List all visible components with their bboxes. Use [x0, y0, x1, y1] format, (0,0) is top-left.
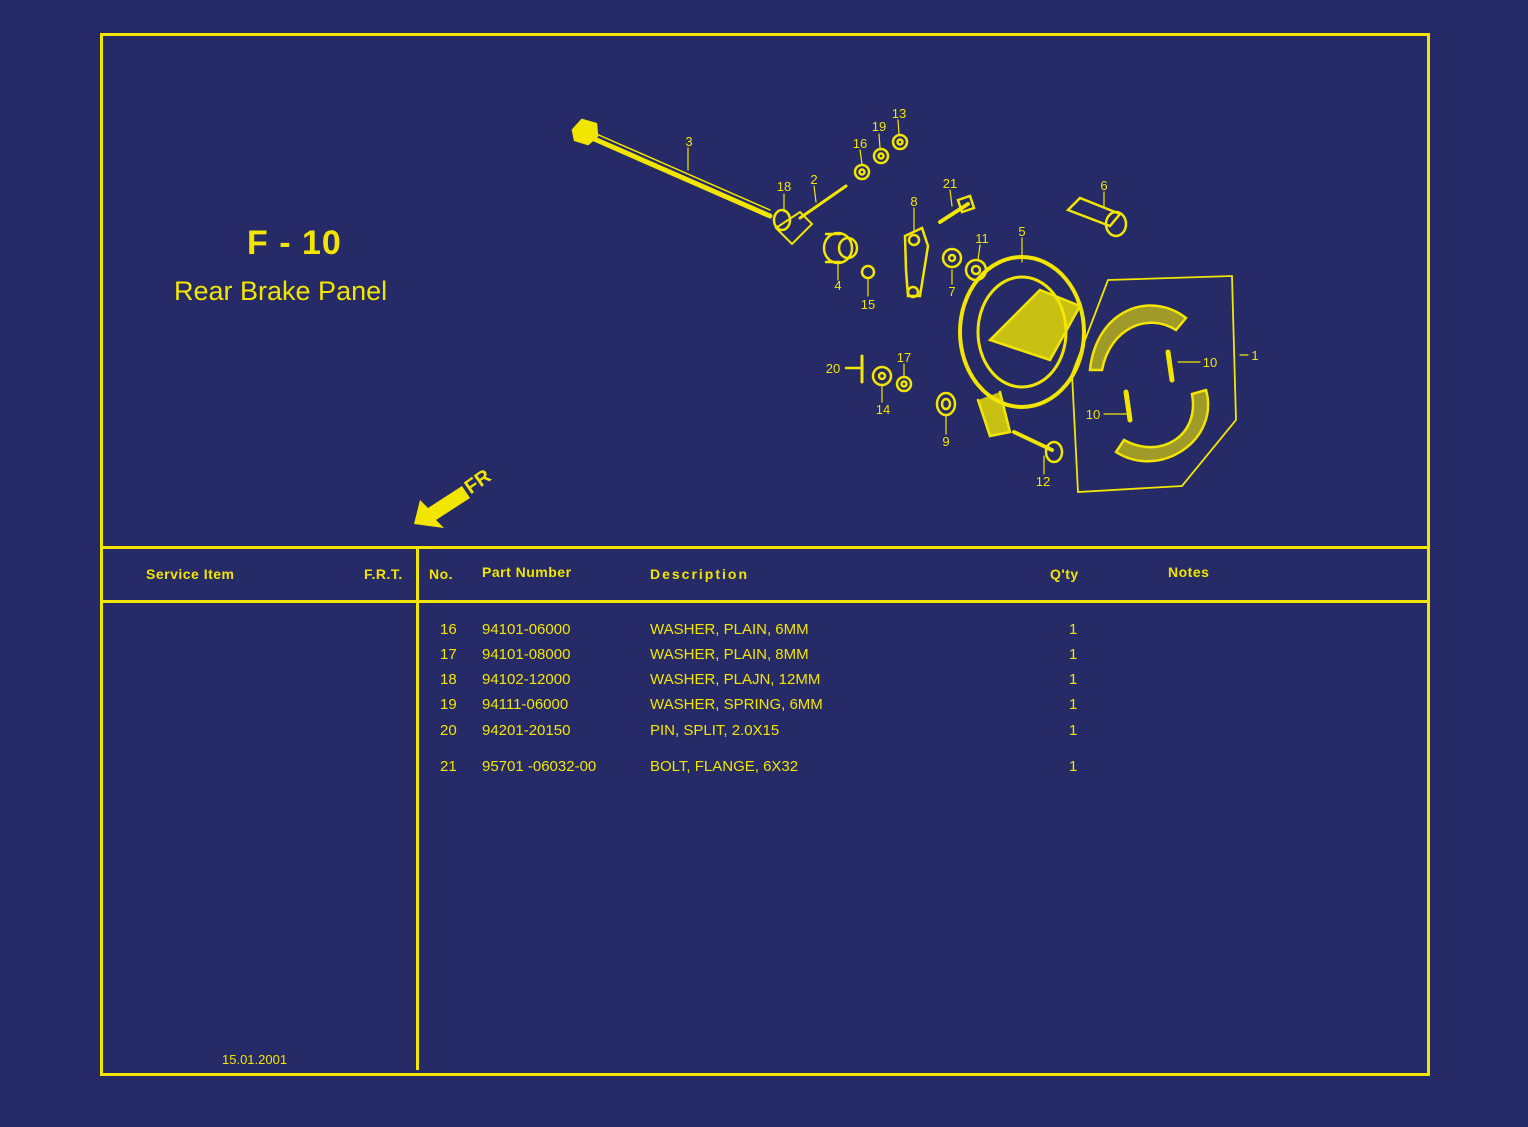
row-no: 20	[440, 722, 457, 739]
collar	[772, 208, 792, 232]
table-row: 17 94101-08000 WASHER, PLAIN, 8MM 1	[0, 646, 1528, 668]
row-qty: 1	[1069, 758, 1078, 775]
callout-label: 19	[872, 119, 886, 134]
header-service-item: Service Item	[146, 566, 235, 582]
callout-label: 2	[810, 172, 817, 187]
brake-shoe-upper	[1088, 304, 1188, 372]
callout-label: 6	[1100, 178, 1107, 193]
table-row: 16 94101-06000 WASHER, PLAIN, 6MM 1	[0, 621, 1528, 643]
section-code: F - 10	[247, 224, 342, 262]
callout-label: 13	[892, 106, 906, 121]
table-row: 18 94102-12000 WASHER, PLAJN, 12MM 1	[0, 671, 1528, 693]
callout-label: 4	[834, 278, 841, 293]
row-qty: 1	[1069, 671, 1078, 688]
page-frame	[100, 33, 1430, 1076]
row-part-number: 94101-06000	[482, 621, 571, 638]
callout-label: 9	[942, 434, 949, 449]
callout-label: 15	[861, 297, 875, 312]
header-description: Description	[650, 566, 750, 582]
row-description: WASHER, SPRING, 6MM	[650, 696, 823, 713]
row-description: WASHER, PLAJN, 12MM	[650, 671, 821, 688]
callout-label: 10	[1086, 407, 1100, 422]
front-direction-arrow	[414, 486, 470, 528]
table-row: 21 95701 -06032-00 BOLT, FLANGE, 6X32 1	[0, 758, 1528, 780]
row-no: 16	[440, 621, 457, 638]
callout-label: 5	[1018, 224, 1025, 239]
row-no: 17	[440, 646, 457, 663]
header-part-number: Part Number	[482, 564, 572, 580]
row-no: 18	[440, 671, 457, 688]
row-no: 19	[440, 696, 457, 713]
exploded-parts-diagram: 1 2 3 4 5 6 7 8 9 10 10 11 12 13 14 15 1…	[414, 106, 1259, 528]
callout-label: 10	[1203, 355, 1217, 370]
callout-label: 18	[777, 179, 791, 194]
row-description: WASHER, PLAIN, 8MM	[650, 646, 809, 663]
callout-label: 16	[853, 136, 867, 151]
header-no: No.	[429, 566, 454, 582]
row-qty: 1	[1069, 696, 1078, 713]
table-row: 19 94111-06000 WASHER, SPRING, 6MM 1	[0, 696, 1528, 718]
section-title: Rear Brake Panel	[174, 276, 388, 306]
row-part-number: 94111-06000	[482, 696, 569, 713]
row-description: PIN, SPLIT, 2.0X15	[650, 722, 780, 739]
callout-label: 11	[975, 231, 989, 246]
table-header-rule	[100, 600, 1427, 603]
callout-label: 3	[685, 134, 692, 149]
row-description: BOLT, FLANGE, 6X32	[650, 758, 799, 775]
row-no: 21	[440, 758, 457, 775]
table-column-divider	[416, 546, 419, 1070]
callout-label: 1	[1251, 348, 1258, 363]
row-part-number: 94201-20150	[482, 722, 571, 739]
row-part-number: 95701 -06032-00	[482, 758, 597, 775]
callout-label: 20	[826, 361, 840, 376]
brake-shoe-lower	[1114, 388, 1210, 463]
callout-label: 17	[897, 350, 911, 365]
header-notes: Notes	[1168, 564, 1210, 580]
callout-label: 21	[943, 176, 957, 191]
axle-shaft	[589, 135, 773, 219]
brake-shoe-group	[1071, 275, 1237, 493]
row-qty: 1	[1069, 722, 1078, 739]
callout-label: 12	[1036, 474, 1050, 489]
callout-label: 7	[948, 284, 955, 299]
row-qty: 1	[1069, 621, 1078, 638]
revision-date: 15.01.2001	[222, 1052, 288, 1067]
header-frt: F.R.T.	[364, 566, 403, 582]
row-part-number: 94101-08000	[482, 646, 571, 663]
callout-label: 14	[876, 402, 890, 417]
callout-label: 8	[910, 194, 917, 209]
row-qty: 1	[1069, 646, 1078, 663]
table-row: 20 94201-20150 PIN, SPLIT, 2.0X15 1	[0, 722, 1528, 744]
header-qty: Q'ty	[1050, 566, 1079, 582]
brake-arm	[903, 226, 930, 298]
rod-plate	[774, 210, 814, 246]
row-description: WASHER, PLAIN, 6MM	[650, 621, 809, 638]
table-top-rule	[100, 546, 1427, 549]
row-part-number: 94102-12000	[482, 671, 571, 688]
brake-panel	[958, 255, 1086, 438]
